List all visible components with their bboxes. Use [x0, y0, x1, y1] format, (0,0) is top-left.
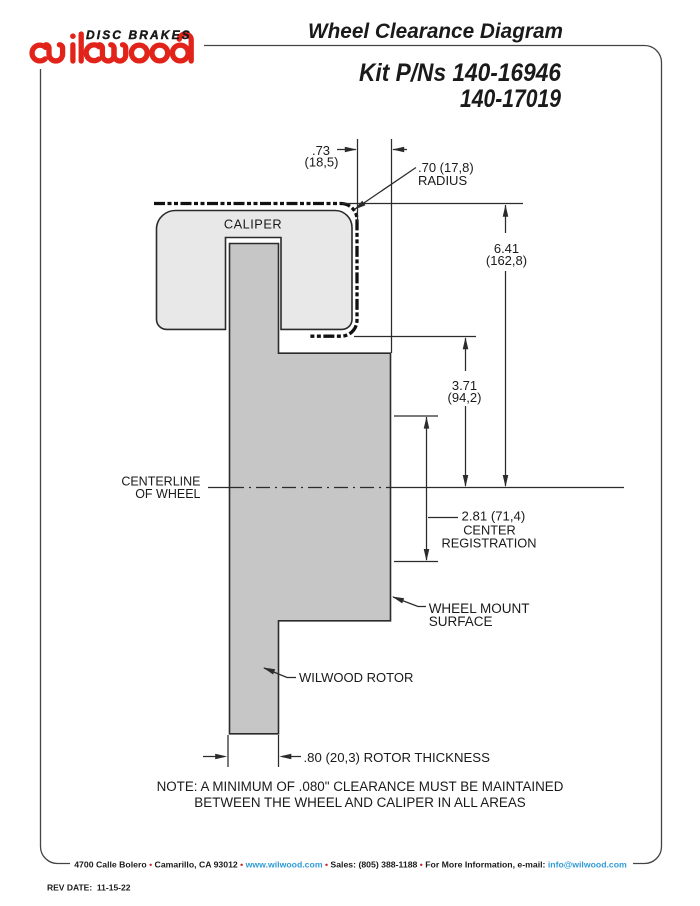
- svg-text:.70 (17,8): .70 (17,8): [418, 160, 474, 175]
- svg-text:Wheel Clearance Diagram: Wheel Clearance Diagram: [308, 19, 563, 43]
- svg-text:CENTERLINE: CENTERLINE: [121, 475, 200, 489]
- svg-text:6.41: 6.41: [494, 241, 519, 256]
- svg-text:REV DATE: 11-15-22: REV DATE: 11-15-22: [47, 883, 131, 893]
- svg-text:WILWOOD ROTOR: WILWOOD ROTOR: [299, 670, 413, 685]
- svg-text:.73: .73: [312, 143, 330, 158]
- svg-text:WHEEL MOUNT: WHEEL MOUNT: [429, 601, 530, 616]
- svg-text:NOTE: A MINIMUM OF .080" CLEAR: NOTE: A MINIMUM OF .080" CLEARANCE MUST …: [157, 779, 564, 794]
- svg-text:CALIPER: CALIPER: [224, 217, 282, 232]
- svg-text:(162,8): (162,8): [486, 253, 527, 268]
- svg-text:SURFACE: SURFACE: [429, 614, 493, 629]
- svg-text:4700 Calle Bolero • Camarillo,: 4700 Calle Bolero • Camarillo, CA 93012 …: [74, 859, 627, 869]
- svg-text:DISC BRAKES: DISC BRAKES: [86, 28, 192, 42]
- svg-text:Kit P/Ns 140-16946: Kit P/Ns 140-16946: [359, 59, 562, 87]
- svg-text:(18,5): (18,5): [305, 155, 339, 170]
- svg-text:OF WHEEL: OF WHEEL: [135, 487, 200, 501]
- svg-text:CENTER: CENTER: [463, 523, 516, 538]
- svg-text:(94,2): (94,2): [448, 390, 482, 405]
- svg-text:3.71: 3.71: [452, 378, 477, 393]
- svg-text:REGISTRATION: REGISTRATION: [441, 536, 536, 551]
- svg-text:RADIUS: RADIUS: [418, 173, 467, 188]
- svg-text:BETWEEN THE WHEEL AND CALIPER: BETWEEN THE WHEEL AND CALIPER IN ALL ARE…: [194, 795, 525, 810]
- svg-text:.80 (20,3) ROTOR THICKNESS: .80 (20,3) ROTOR THICKNESS: [304, 750, 491, 765]
- svg-text:2.81 (71,4): 2.81 (71,4): [462, 509, 526, 524]
- svg-text:140-17019: 140-17019: [460, 85, 561, 113]
